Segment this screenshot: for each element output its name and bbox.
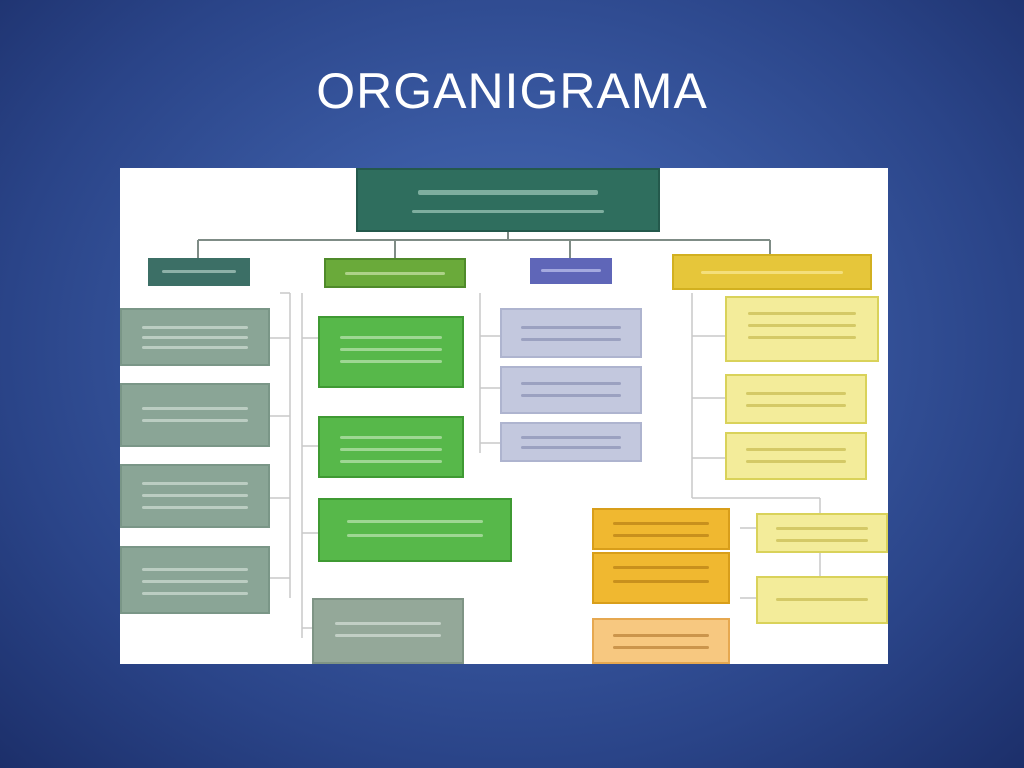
grey-node-3 — [120, 464, 270, 528]
dept-header-4 — [672, 254, 872, 290]
lavender-node-1 — [500, 308, 642, 358]
root-node — [356, 168, 660, 232]
green-node-3 — [318, 498, 512, 562]
org-chart — [120, 168, 888, 664]
dept-header-2 — [324, 258, 466, 288]
grey-node-1 — [120, 308, 270, 366]
green-node-2 — [318, 416, 464, 478]
amber-node-2 — [592, 552, 730, 604]
yellow-node-4 — [756, 513, 888, 553]
amber-node-3 — [592, 618, 730, 664]
yellow-node-5 — [756, 576, 888, 624]
green-node-1 — [318, 316, 464, 388]
slide-title: ORGANIGRAMA — [316, 63, 708, 119]
dept-header-3 — [530, 258, 612, 284]
lavender-node-3 — [500, 422, 642, 462]
amber-node-1 — [592, 508, 730, 550]
dept-header-1 — [148, 258, 250, 286]
yellow-node-1 — [725, 296, 879, 362]
connector-lines — [197, 232, 821, 638]
grey-node-5 — [312, 598, 464, 664]
lavender-node-2 — [500, 366, 642, 414]
grey-node-4 — [120, 546, 270, 614]
yellow-node-2 — [725, 374, 867, 424]
grey-node-2 — [120, 383, 270, 447]
yellow-node-3 — [725, 432, 867, 480]
